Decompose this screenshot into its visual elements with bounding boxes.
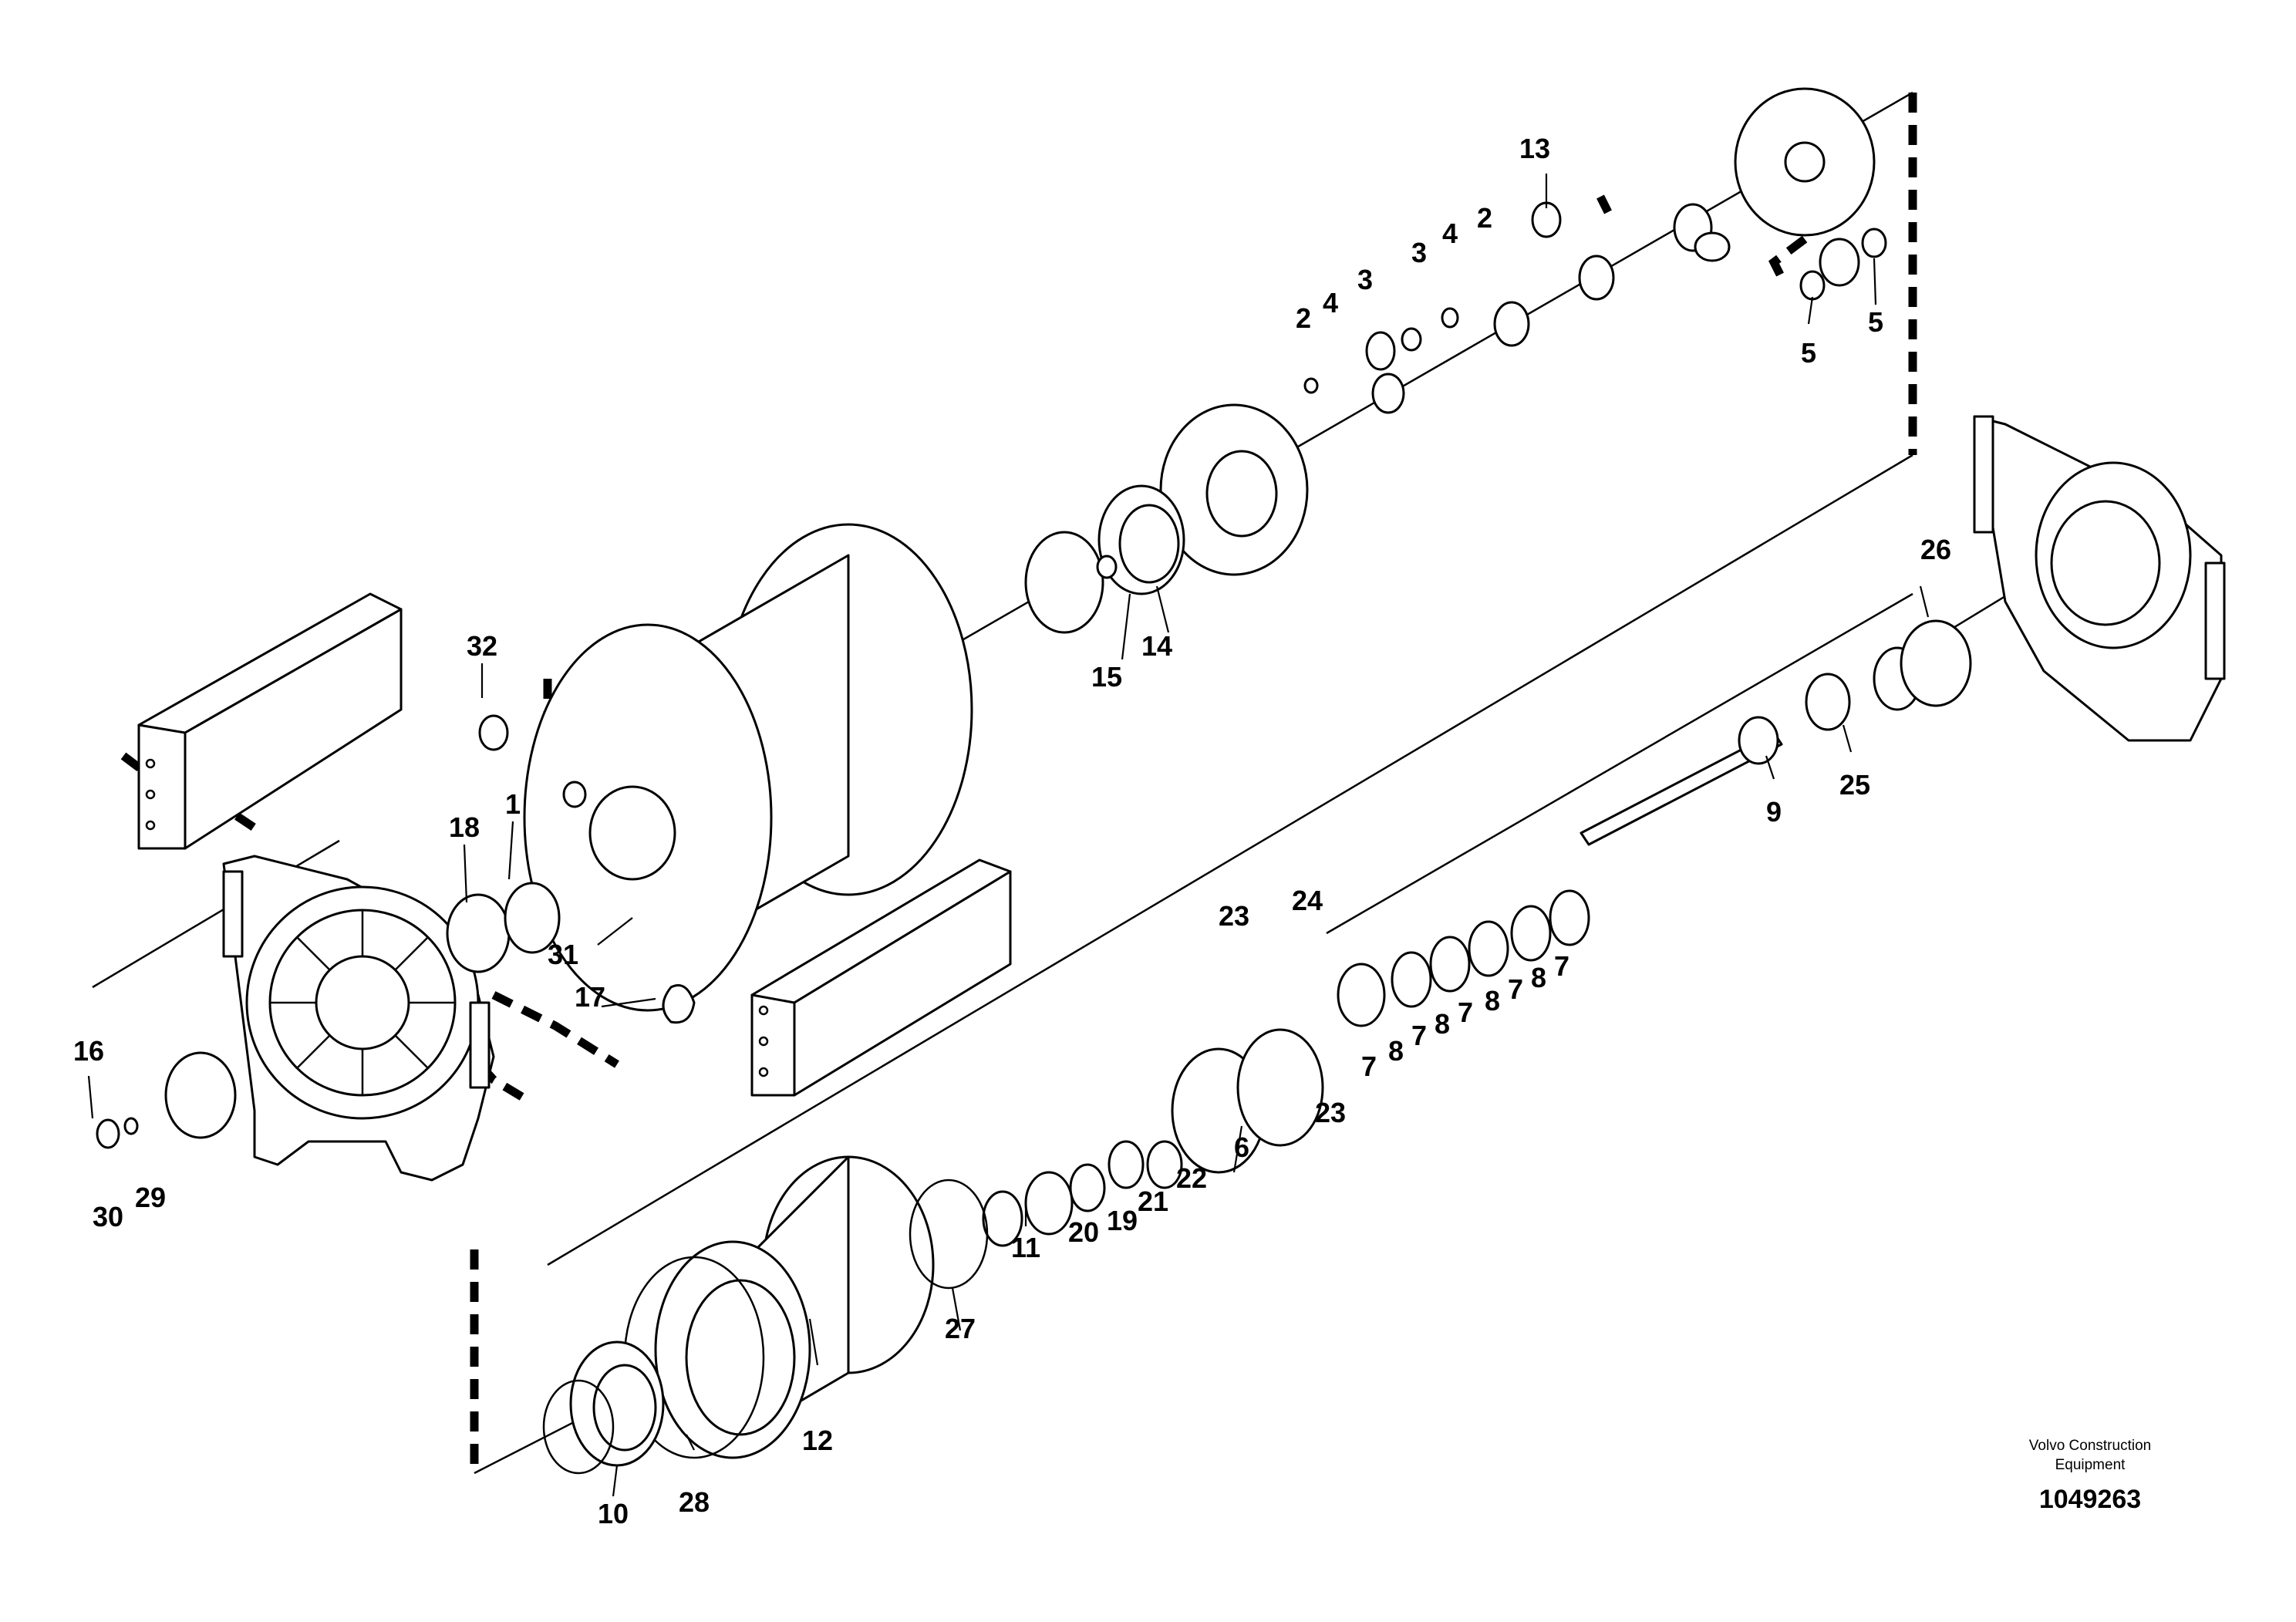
callout-11: 11: [1011, 1232, 1040, 1263]
callout-17: 17: [575, 981, 605, 1013]
callout-15: 15: [1091, 661, 1122, 693]
callout-24: 24: [1292, 885, 1323, 916]
callout-27: 27: [945, 1313, 976, 1344]
callout-21: 21: [1138, 1185, 1168, 1217]
left-end-frame: [222, 855, 495, 1182]
callout-8: 8: [1531, 962, 1546, 993]
upper-side-rail: [137, 592, 403, 850]
callout-22: 22: [1176, 1162, 1207, 1194]
axis-lines: [92, 91, 2099, 1475]
winch-drum: [523, 523, 973, 1012]
callout-2: 2: [1296, 302, 1311, 334]
callout-5: 5: [1801, 337, 1816, 369]
lower-side-rail: [750, 858, 1012, 1097]
credit-block: Volvo Construction Equipment 1049263: [2029, 1438, 2151, 1514]
document-number: 1049263: [2039, 1485, 2141, 1514]
callout-28: 28: [679, 1486, 710, 1518]
callout-8: 8: [1485, 985, 1500, 1017]
upper-planetary-set: [1024, 87, 1887, 634]
callout-20: 20: [1068, 1216, 1099, 1248]
callout-23: 23: [1219, 900, 1249, 932]
callout-7: 7: [1508, 973, 1523, 1005]
callout-8: 8: [1388, 1035, 1404, 1067]
callout-7: 7: [1411, 1020, 1427, 1051]
callout-18: 18: [449, 811, 480, 843]
credit-line-2: Equipment: [2055, 1457, 2126, 1473]
callout-7: 7: [1361, 1050, 1377, 1082]
lower-housing: [542, 1155, 989, 1475]
callout-31: 31: [548, 939, 578, 970]
lower-drive-train: [982, 619, 1972, 1247]
assembly-boundary-lines: [120, 93, 1917, 1473]
callout-9: 9: [1766, 796, 1782, 828]
callout-7: 7: [1458, 996, 1473, 1028]
callout-4: 4: [1442, 218, 1458, 249]
credit-line-1: Volvo Construction: [2029, 1438, 2151, 1454]
callout-12: 12: [802, 1425, 833, 1456]
callout-labels: 1 2 2 3 3 4 4 5 5 6 7 7 7 7 7 8 8 8 8 9 …: [73, 133, 1951, 1529]
callout-29: 29: [135, 1182, 166, 1213]
callout-8: 8: [1435, 1008, 1450, 1040]
callout-1: 1: [505, 788, 521, 820]
left-small-parts: [96, 714, 696, 1149]
callout-25: 25: [1839, 769, 1870, 801]
callout-13: 13: [1519, 133, 1550, 164]
callout-19: 19: [1107, 1205, 1138, 1236]
callout-30: 30: [93, 1201, 123, 1233]
callout-5: 5: [1868, 306, 1883, 338]
callout-32: 32: [467, 630, 497, 662]
leader-lines: [87, 174, 1930, 1497]
callout-2: 2: [1477, 202, 1492, 234]
callout-10: 10: [598, 1498, 629, 1529]
callout-6: 6: [1234, 1131, 1249, 1163]
callout-3: 3: [1357, 264, 1373, 295]
callout-7: 7: [1554, 950, 1569, 982]
callout-14: 14: [1141, 630, 1172, 662]
callout-3: 3: [1411, 237, 1427, 268]
callout-4: 4: [1323, 287, 1338, 319]
callout-26: 26: [1920, 534, 1951, 565]
right-end-frame: [1973, 415, 2226, 742]
callout-16: 16: [73, 1035, 104, 1067]
callout-23: 23: [1315, 1097, 1346, 1128]
